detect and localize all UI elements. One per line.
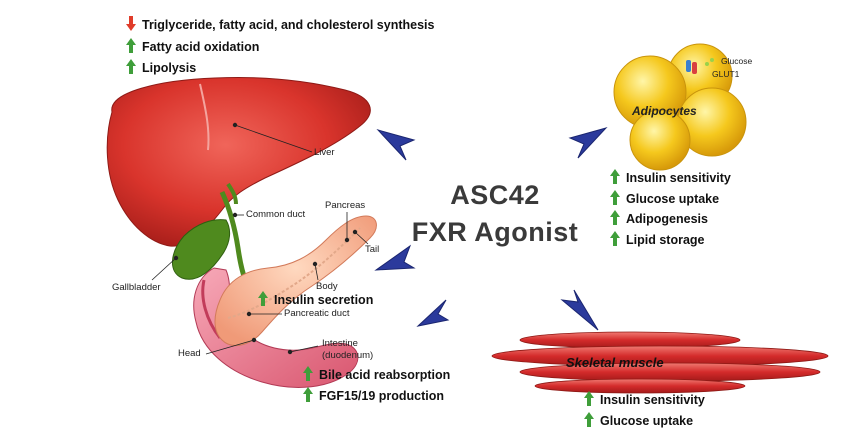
liver-effect-row: Triglyceride, fatty acid, and cholestero… (126, 16, 434, 34)
common-duct-label: Common duct (246, 209, 306, 220)
up-arrow-icon (610, 169, 626, 187)
liver-effect-label: Triglyceride, fatty acid, and cholestero… (142, 18, 435, 32)
intestine-effect-row: Bile acid reabsorption (303, 366, 450, 384)
muscle-effect-row: Glucose uptake (584, 412, 693, 430)
glut1-label: GLUT1 (712, 69, 740, 79)
pancreas-label: Pancreas (325, 200, 366, 211)
adipocyte-effect-label: Insulin sensitivity (626, 171, 731, 185)
center-title-line1: ASC42 (450, 180, 540, 210)
tail-label: Tail (365, 244, 380, 255)
gallbladder-label: Gallbladder (112, 282, 161, 293)
skeletal-muscle (491, 331, 829, 394)
pointer-arrow-muscle (560, 289, 599, 331)
pancreas-effect-label: Insulin secretion (274, 293, 374, 307)
common-duct (219, 182, 249, 283)
gallbladder (172, 219, 231, 280)
adipocyte-effect-label: Lipid storage (626, 233, 705, 247)
body-label: Body (316, 281, 338, 292)
up-arrow-icon (610, 190, 626, 208)
intestine-label: Intestine (322, 338, 358, 349)
up-arrow-icon (258, 291, 274, 309)
liver-effect-row: Lipolysis (126, 59, 196, 77)
duodenum-label: (duodenum) (322, 350, 374, 361)
pointer-arrow-liver (376, 129, 416, 161)
up-arrow-icon (303, 366, 319, 384)
intestine-effect-row: FGF15/19 production (303, 387, 444, 405)
pointer-arrow-intestine (416, 299, 450, 327)
pointer-arrow-adipocytes (568, 127, 608, 159)
leader-lines (151, 122, 369, 355)
liver-label: Liver (314, 147, 335, 158)
up-arrow-icon (126, 59, 142, 77)
liver-effect-row: Fatty acid oxidation (126, 38, 259, 56)
adipocytes-title: Adipocytes (632, 104, 697, 118)
head-label: Head (178, 348, 201, 359)
liver-effect-label: Fatty acid oxidation (142, 40, 260, 54)
muscle-effect-row: Insulin sensitivity (584, 391, 705, 409)
adipocyte-effect-label: Glucose uptake (626, 192, 720, 206)
glucose-label: Glucose (721, 56, 753, 66)
up-arrow-icon (303, 387, 319, 405)
up-arrow-icon (610, 231, 626, 249)
down-arrow-icon (126, 16, 142, 34)
adipocyte-effect-row: Lipid storage (610, 231, 704, 249)
adipocyte-effect-row: Glucose uptake (610, 190, 719, 208)
adipocyte-effect-row: Insulin sensitivity (610, 169, 731, 187)
up-arrow-icon (610, 210, 626, 228)
pancreas (214, 215, 377, 347)
pointer-arrow-pancreas (374, 244, 416, 271)
up-arrow-icon (126, 38, 142, 56)
center-title: ASC42 FXR Agonist (410, 180, 580, 248)
pancreatic-duct-label: Pancreatic duct (284, 308, 350, 319)
pancreas-effect-row: Insulin secretion (258, 291, 373, 309)
glut1-transporter (686, 60, 691, 72)
intestine-effect-label: FGF15/19 production (319, 389, 445, 403)
center-title-line2: FXR Agonist (411, 217, 579, 247)
pointer-arrows (374, 127, 608, 331)
skeletal-muscle-title: Skeletal muscle (566, 355, 664, 370)
intestine-effect-label: Bile acid reabsorption (319, 368, 451, 382)
muscle-effect-label: Insulin sensitivity (600, 393, 705, 407)
muscle-effect-label: Glucose uptake (600, 414, 694, 428)
liver (106, 77, 371, 247)
liver-effect-label: Lipolysis (142, 61, 197, 75)
adipocytes (613, 43, 747, 171)
up-arrow-icon (584, 412, 600, 430)
adipocyte-effect-row: Adipogenesis (610, 210, 708, 228)
adipocyte-effect-label: Adipogenesis (626, 212, 708, 226)
up-arrow-icon (584, 391, 600, 409)
